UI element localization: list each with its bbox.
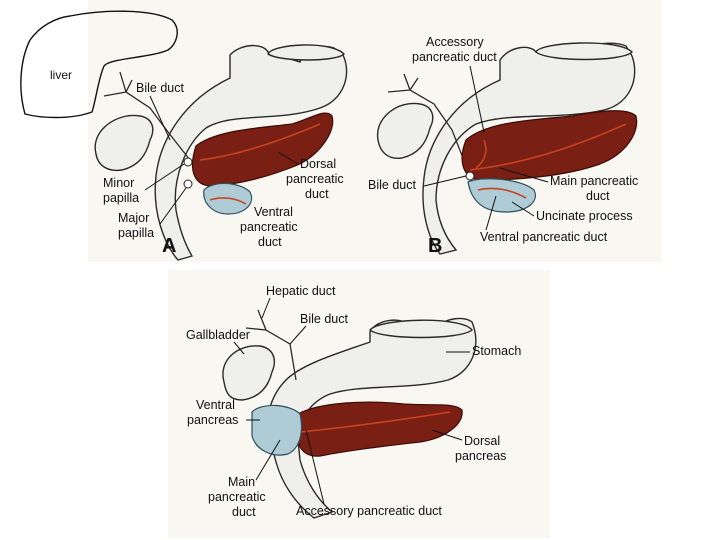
label-minor-papilla-a: Minor papilla — [103, 176, 139, 205]
papilla-b — [465, 171, 475, 181]
label-uncinate-b: Uncinate process — [536, 209, 633, 223]
panel-b: Accessory pancreatic duct Bile duct Main… — [368, 35, 642, 257]
gallbladder-a — [94, 114, 154, 172]
label-major-papilla-a: Major papilla — [118, 211, 154, 240]
label-main-duct-b: Main pancreatic duct — [550, 174, 642, 203]
stomach-c-rim — [369, 319, 473, 339]
label-bile-duct-c: Bile duct — [300, 312, 348, 326]
label-bile-duct-b: Bile duct — [368, 178, 416, 192]
dorsal-pancreas-c — [295, 401, 463, 457]
stomach-b-rim — [535, 42, 633, 61]
label-bile-duct-a: Bile duct — [136, 81, 184, 95]
major-papilla-a — [183, 179, 193, 189]
panel-b-letter: B — [428, 235, 442, 257]
label-ventral-duct-a: Ventral pancreatic duct — [240, 205, 301, 249]
panel-c: Hepatic duct Gallbladder Bile duct Stoma… — [186, 284, 521, 519]
label-ventral-pancreas-c: Ventral pancreas — [187, 398, 238, 427]
panel-a-letter: A — [162, 235, 176, 257]
label-accessory-duct-b: Accessory pancreatic duct — [412, 35, 497, 64]
label-accessory-duct-c: Accessory pancreatic duct — [296, 504, 442, 518]
label-dorsal-pancreas-c: Dorsal pancreas — [455, 434, 506, 463]
gallbladder-b — [376, 102, 434, 159]
liver-label: liver — [50, 68, 72, 82]
bile-duct-a — [119, 71, 191, 161]
gallbladder-c — [222, 345, 276, 401]
panel-a: Bile duct Minor papilla Major papilla Do… — [94, 44, 348, 261]
liver-outline: liver — [20, 10, 178, 119]
label-dorsal-duct-a: Dorsal pancreatic duct — [286, 157, 347, 201]
stomach-a-rim — [267, 44, 345, 61]
bile-duct-c — [257, 309, 297, 381]
label-ventral-duct-b: Ventral pancreatic duct — [480, 230, 608, 244]
ventral-pancreas-b — [467, 178, 536, 213]
label-gallbladder-c: Gallbladder — [186, 328, 250, 342]
label-main-duct-c: Main pancreatic duct — [208, 475, 269, 519]
minor-papilla-a — [183, 157, 193, 167]
label-hepatic-duct-c: Hepatic duct — [266, 284, 336, 298]
bile-duct-b — [403, 73, 471, 177]
label-stomach-c: Stomach — [472, 344, 521, 358]
ventral-pancreas-c — [251, 404, 303, 456]
